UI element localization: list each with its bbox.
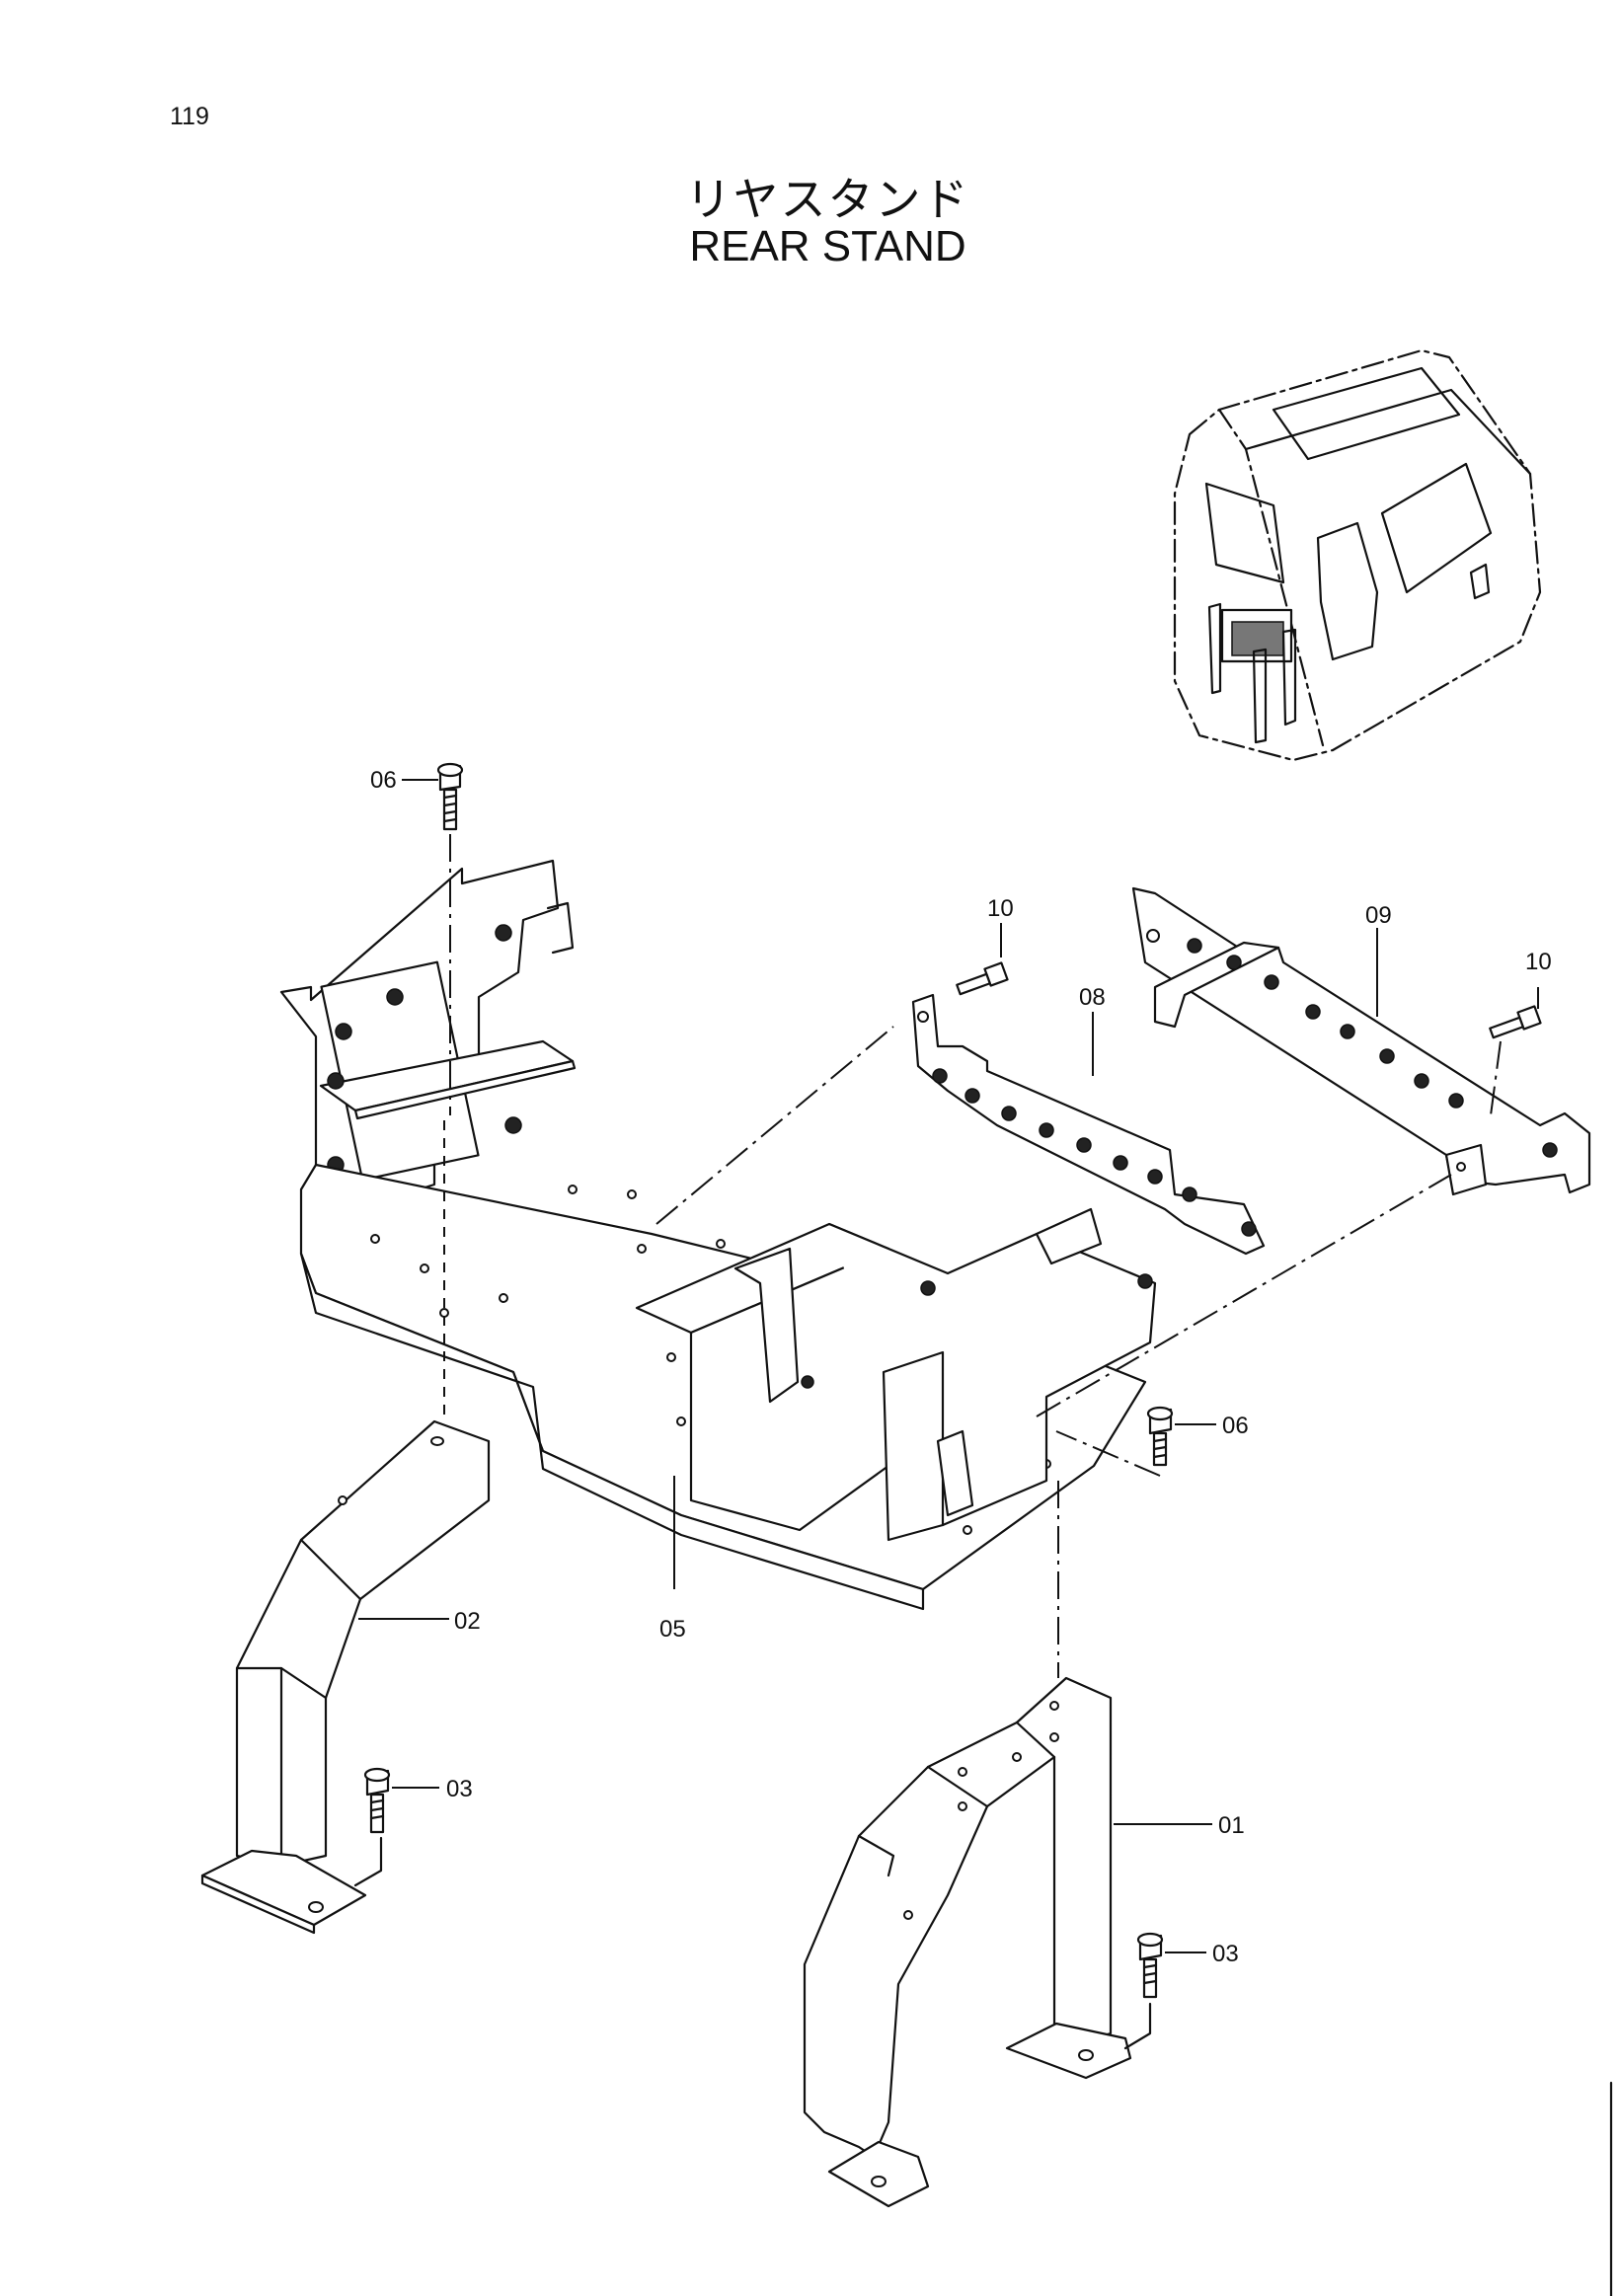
bolt-06-top [436,762,464,831]
bolt-03-right [1136,1932,1164,1999]
title-japanese: リヤスタンド [685,173,970,226]
left-leg-02-part [200,1419,491,1935]
callout-09: 09 [1365,902,1392,929]
callout-05: 05 [659,1616,686,1643]
right-leg-01-part [803,1676,1132,2208]
title-english: REAR STAND [689,222,966,270]
callout-01: 01 [1218,1812,1245,1839]
callout-08: 08 [1079,984,1106,1011]
bolt-10-left [956,961,1009,996]
assembly-center-lines [353,834,1502,2050]
bracket-09-part [1131,886,1591,1196]
callout-03-right: 03 [1212,1941,1239,1967]
bolt-03-left [363,1767,391,1834]
callout-06-right: 06 [1222,1413,1249,1439]
bracket-08-part [911,993,1266,1256]
callout-10-left: 10 [987,895,1014,922]
left-bracket-part [279,859,577,1216]
callout-10-right: 10 [1525,949,1552,975]
callout-03-left: 03 [446,1776,473,1802]
callout-labels: 06 10 08 09 10 06 02 05 03 01 03 [370,767,1552,1967]
main-base-plate-part [299,1163,1157,1611]
page-number: 119 [170,103,209,130]
cab-inset-illustration [1173,348,1542,762]
bolt-10-right [1489,1005,1542,1039]
bolt-06-right [1146,1406,1174,1467]
callout-02: 02 [454,1608,481,1635]
callout-06-top: 06 [370,767,397,794]
leader-lines [358,779,1539,1953]
